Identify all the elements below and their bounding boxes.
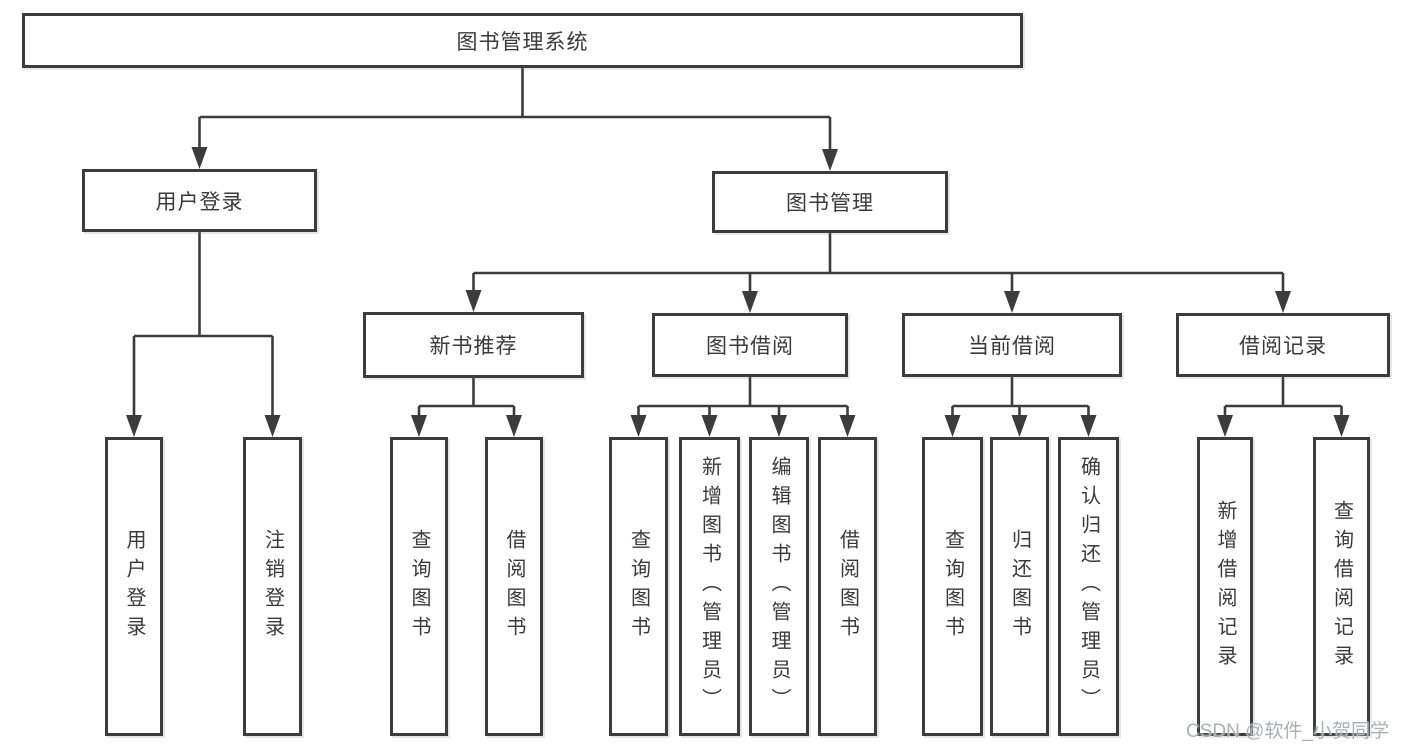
node-book-management: 图书管理 xyxy=(712,171,948,233)
node-root-library-system: 图书管理系统 xyxy=(22,13,1023,68)
leaf-label: 归还图书 xyxy=(1008,528,1031,645)
leaf-add-books-admin: 新增图书（管理员） xyxy=(679,437,740,736)
leaf-user-login: 用户登录 xyxy=(105,437,163,736)
leaf-return-books: 归还图书 xyxy=(990,437,1049,736)
leaf-logout: 注销登录 xyxy=(243,437,302,736)
leaf-label: 借阅图书 xyxy=(836,528,859,645)
leaf-borrow-books-recommend: 借阅图书 xyxy=(485,437,543,736)
leaf-borrow-books: 借阅图书 xyxy=(818,437,877,736)
leaf-label: 查询图书 xyxy=(408,528,430,645)
leaf-label: 确认归还（管理员） xyxy=(1077,456,1100,717)
leaf-edit-books-admin: 编辑图书（管理员） xyxy=(749,437,809,736)
node-user-login: 用户登录 xyxy=(82,169,317,232)
leaf-label: 查询借阅记录 xyxy=(1330,499,1353,674)
leaf-label: 借阅图书 xyxy=(503,528,525,645)
leaf-query-books-recommend: 查询图书 xyxy=(390,437,448,736)
leaf-label: 编辑图书（管理员） xyxy=(768,456,790,717)
leaf-query-books-current: 查询图书 xyxy=(922,437,983,736)
leaf-label: 新增借阅记录 xyxy=(1214,499,1236,674)
leaf-query-borrow-record: 查询借阅记录 xyxy=(1313,437,1370,736)
node-current-borrowing: 当前借阅 xyxy=(902,313,1122,377)
leaf-query-books-borrowing: 查询图书 xyxy=(609,437,668,736)
leaf-label: 用户登录 xyxy=(123,528,145,645)
leaf-label: 新增图书（管理员） xyxy=(698,456,721,717)
leaf-label: 查询图书 xyxy=(627,528,650,645)
leaf-label: 查询图书 xyxy=(941,528,964,645)
node-new-book-recommend: 新书推荐 xyxy=(363,312,584,378)
csdn-watermark: CSDN @软件_小贺同学 xyxy=(1186,721,1389,742)
leaf-add-borrow-record: 新增借阅记录 xyxy=(1197,437,1253,736)
arrowheads xyxy=(126,147,1350,437)
node-borrow-records: 借阅记录 xyxy=(1176,313,1390,377)
leaf-confirm-return-admin: 确认归还（管理员） xyxy=(1058,437,1119,736)
node-book-borrowing: 图书借阅 xyxy=(652,313,848,377)
leaf-label: 注销登录 xyxy=(261,528,284,645)
